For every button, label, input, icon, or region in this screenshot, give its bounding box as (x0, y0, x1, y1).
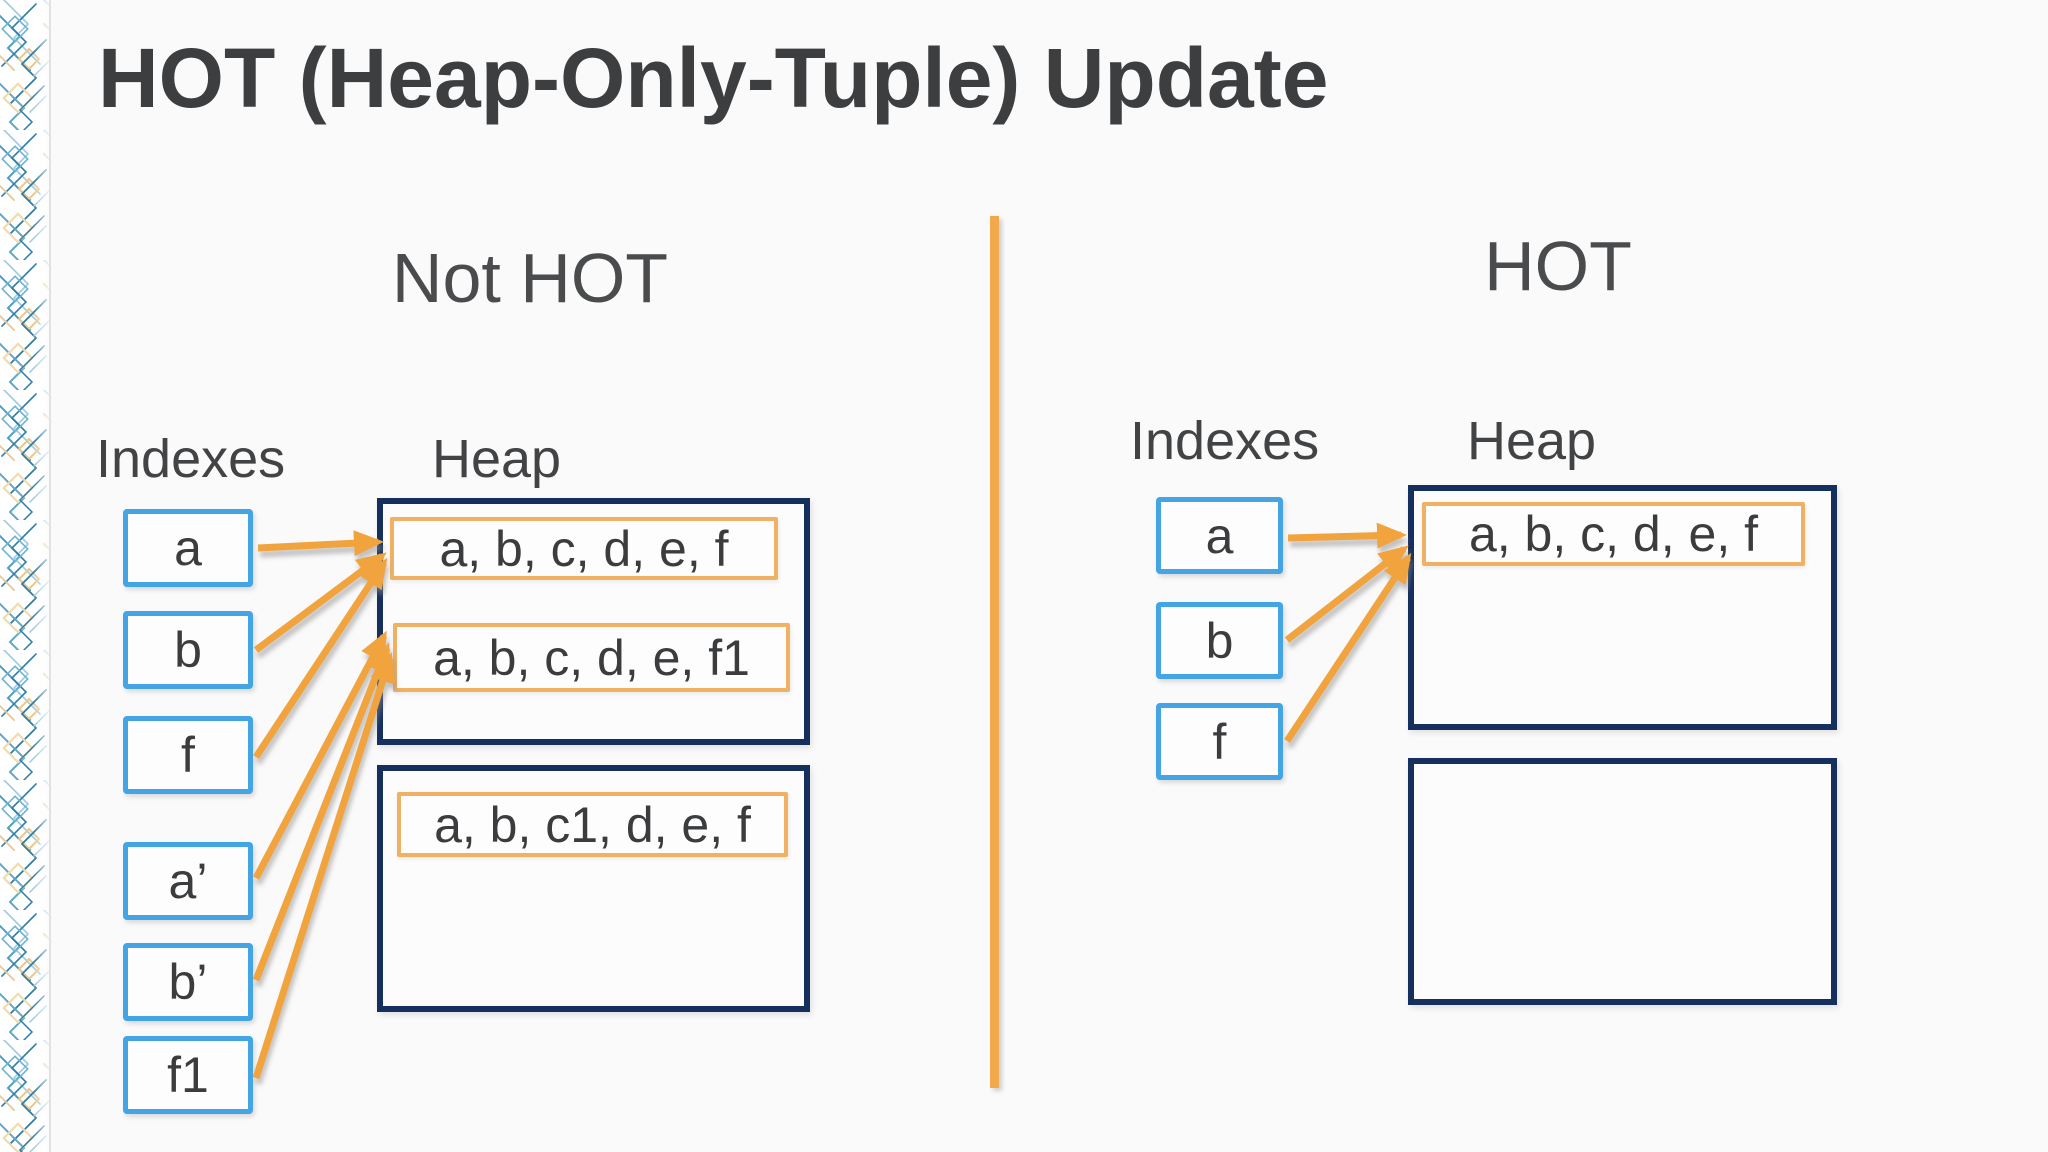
left-heap-page-2 (377, 765, 810, 1012)
right-heap-page-2-empty (1408, 758, 1837, 1005)
right-heap-page-1 (1408, 485, 1837, 730)
heap-tuple-c1: a, b, c1, d, e, f (397, 792, 788, 857)
index-entry-box-a: a (123, 509, 253, 587)
index-entry-box-a: a (1156, 497, 1283, 574)
arrow-f-to-old-tuple (253, 557, 388, 759)
panel-divider (990, 216, 999, 1088)
left-heap-label: Heap (432, 429, 562, 489)
index-entry-box-f: f (1156, 703, 1283, 780)
index-entry-box-a-prime: a’ (123, 842, 253, 920)
arrow-f1-to-new-tuple (252, 652, 396, 1080)
heap-tuple-old: a, b, c, d, e, f (390, 517, 778, 580)
slide-title: HOT (Heap-Only-Tuple) Update (98, 31, 1329, 125)
right-heap-label: Heap (1467, 411, 1597, 471)
arrow-a-to-old-tuple (257, 530, 384, 557)
arrow-a-prime-to-new-tuple (252, 630, 388, 880)
heap-tuple: a, b, c, d, e, f (1422, 502, 1805, 566)
not-hot-heading: Not HOT (391, 239, 669, 317)
circuit-pattern-decoration (0, 0, 54, 1152)
left-indexes-label: Indexes (96, 429, 286, 489)
right-indexes-label: Indexes (1130, 411, 1320, 471)
arrow-f-to-tuple (1284, 552, 1412, 743)
arrow-b-prime-to-new-tuple (252, 642, 391, 982)
index-entry-box-b-prime: b’ (123, 943, 253, 1021)
heap-tuple-new-version: a, b, c, d, e, f1 (393, 623, 790, 692)
index-entry-box-b: b (123, 611, 253, 689)
index-entry-box-f1: f1 (123, 1036, 253, 1114)
left-heap-page-1 (377, 498, 810, 745)
hot-heading: HOT (1484, 227, 1632, 305)
arrow-b-to-tuple (1284, 545, 1409, 643)
arrow-b-to-old-tuple (253, 552, 387, 653)
arrow-a-to-tuple (1287, 522, 1407, 549)
index-entry-box-b: b (1156, 602, 1283, 679)
index-entry-box-f: f (123, 716, 253, 794)
